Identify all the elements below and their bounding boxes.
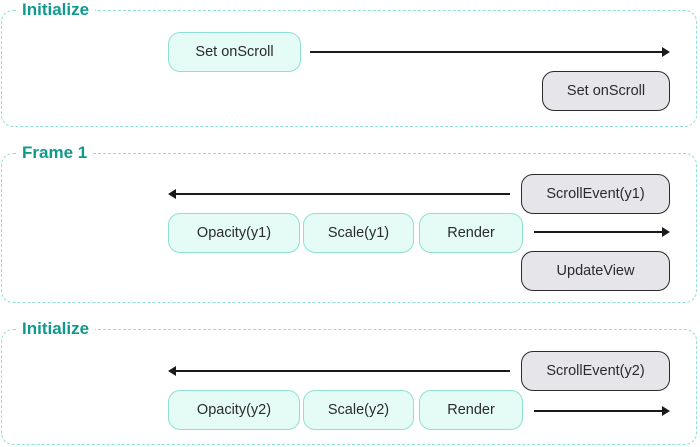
section-initialize-1: Initialize	[1, 0, 697, 127]
arrow-left	[168, 366, 510, 376]
render-step: Render	[419, 213, 523, 253]
arrow-right	[310, 47, 670, 57]
arrow-right	[534, 406, 670, 416]
section-initialize-2: Initialize	[1, 319, 697, 445]
set-onscroll-step: Set onScroll	[542, 71, 670, 111]
section-title: Initialize	[16, 0, 96, 20]
scroll-event-step: ScrollEvent(y1)	[521, 174, 670, 214]
opacity-step: Opacity(y2)	[168, 390, 300, 430]
arrow-right	[534, 227, 670, 237]
scroll-event-step: ScrollEvent(y2)	[521, 351, 670, 391]
section-title: Initialize	[16, 319, 96, 339]
update-view-step: UpdateView	[521, 251, 670, 291]
opacity-step: Opacity(y1)	[168, 213, 300, 253]
arrow-left	[168, 189, 510, 199]
scale-step: Scale(y1)	[303, 213, 414, 253]
set-onscroll-step: Set onScroll	[168, 32, 301, 72]
section-frame-1: Frame 1	[1, 143, 697, 303]
scale-step: Scale(y2)	[303, 390, 414, 430]
section-title: Frame 1	[16, 143, 94, 163]
render-step: Render	[419, 390, 523, 430]
